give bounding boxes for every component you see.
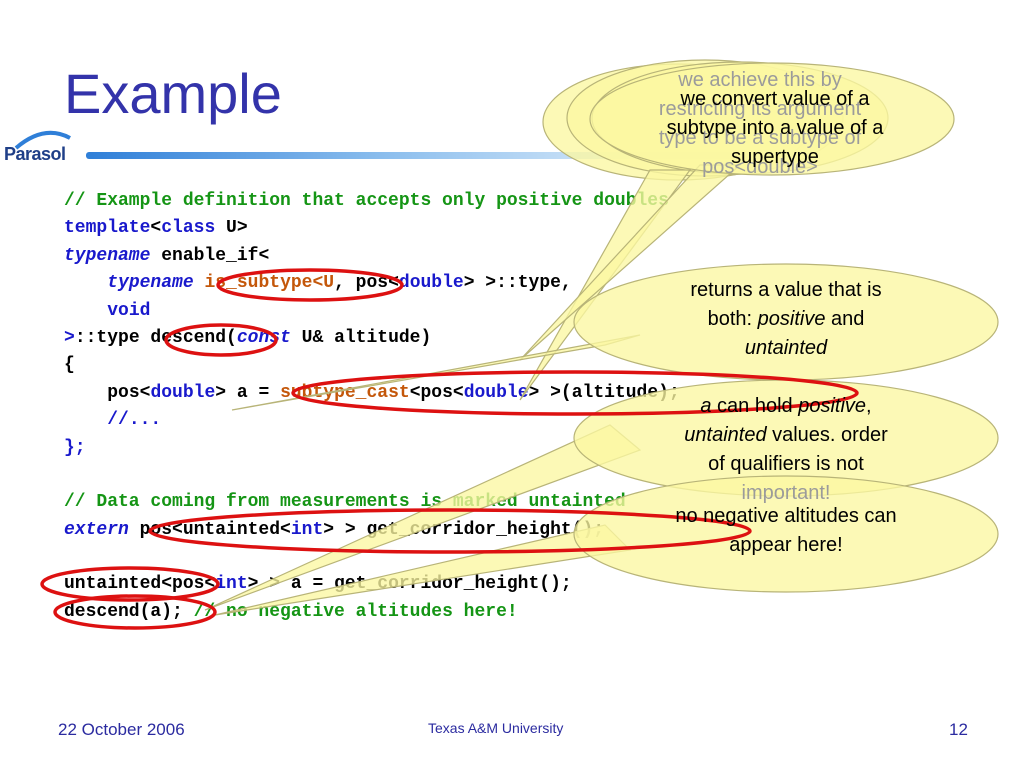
code-line: void (64, 298, 680, 325)
highlight-ellipse-extern (148, 508, 752, 554)
callout-bubble-front-top (589, 62, 955, 176)
code-text: descend(a); (64, 601, 194, 622)
callout-hold-text: a can hold positive, untainted values. o… (600, 392, 972, 508)
title-underline (86, 152, 776, 159)
code-line: template<class U> (64, 215, 680, 242)
code-keyword: double (150, 382, 216, 403)
code-text: > >::type, (463, 273, 572, 294)
callout-hold-line: can hold (711, 395, 799, 417)
code-keyword: void (107, 300, 151, 321)
highlight-ellipse-is-subtype (216, 268, 404, 302)
highlight-ellipse-descend (164, 323, 278, 357)
footer-page-number: 12 (949, 720, 968, 739)
logo-arc-icon (14, 130, 71, 150)
highlight-ellipse-untainted (40, 566, 220, 602)
callout-front-top-text: we convert value of a subtype into a val… (666, 88, 884, 168)
callout-back-line: type to be a subtype of (658, 127, 862, 149)
code-highlight: subtype_cast (280, 382, 410, 403)
code-keyword: typename (64, 245, 151, 266)
code-keyword: int (290, 519, 324, 540)
callout-hold-line: important! (741, 482, 831, 504)
callout-back-line: we achieve this by (678, 69, 842, 91)
code-text: { (64, 355, 75, 376)
code-text: U> (215, 218, 248, 239)
callout-hold-emph: a (700, 395, 712, 417)
code-text: }; (64, 437, 86, 458)
highlight-ellipse-descend-call (53, 594, 217, 630)
code-keyword: const (236, 327, 291, 348)
code-line: }; (64, 435, 680, 462)
callout-back-text: we achieve this by restricting its argum… (560, 66, 960, 182)
code-comment: // Example definition that accepts only … (64, 191, 669, 211)
callout-returns-line: and (825, 308, 865, 330)
highlight-ellipse-subtype-cast (291, 370, 859, 416)
code-text: pos< (107, 382, 151, 403)
callout-pointer (214, 524, 632, 616)
code-line: { (64, 352, 680, 379)
code-text: > a = (215, 382, 281, 403)
code-keyword: > (64, 327, 75, 348)
code-line: //... (64, 407, 680, 434)
code-line: pos<double> a = subtype_cast<pos<double>… (64, 380, 680, 407)
code-text: <pos< (409, 382, 464, 403)
code-keyword: class (161, 218, 216, 239)
callout-back-line: restricting its argument (658, 98, 862, 120)
code-line: // Example definition that accepts only … (64, 188, 680, 215)
parasol-logo: Parasol (4, 128, 86, 172)
code-highlight: is_subtype<U (204, 273, 335, 294)
callout-hold-emph: untainted (684, 424, 767, 446)
code-text: pos<untainted< (128, 519, 291, 540)
footer-date: 22 October 2006 (58, 720, 185, 739)
callout-bubble-noneg (573, 475, 999, 593)
code-text: enable_if< (150, 245, 270, 266)
code-keyword: double (463, 382, 529, 403)
code-line: descend(a); // no negative altitudes her… (64, 599, 680, 626)
callout-hold-line: , (866, 395, 872, 417)
code-comment: //... (107, 410, 162, 431)
code-text: < (150, 218, 162, 239)
callout-returns-text: returns a value that is both: positive a… (600, 276, 972, 363)
code-keyword: template (64, 218, 151, 239)
code-text: untainted<pos< (64, 574, 216, 595)
callout-returns-emph: untainted (744, 337, 828, 359)
code-line: typename is_subtype<U, pos<double> >::ty… (64, 270, 680, 297)
footer-institution: Texas A&M University (428, 720, 564, 736)
code-keyword: typename (107, 273, 194, 294)
logo-text: Parasol (4, 144, 66, 164)
callout-returns-line: returns a value that is (690, 279, 882, 301)
code-keyword: double (398, 273, 464, 294)
callout-hold-line: of qualifiers is not (708, 453, 864, 475)
slide-title: Example (64, 62, 282, 125)
callout-returns-line: both: (707, 308, 758, 330)
callout-returns-emph: positive (757, 308, 826, 330)
code-block: // Example definition that accepts only … (64, 188, 680, 626)
code-keyword: int (215, 574, 248, 595)
callout-hold-emph: positive (798, 395, 867, 417)
code-keyword: extern (64, 519, 129, 540)
callout-back-line: pos<double> (702, 156, 818, 178)
callout-noneg-text: no negative altitudes can appear here! (675, 505, 897, 556)
code-line: typename enable_if< (64, 243, 680, 270)
code-text: U& altitude) (290, 327, 432, 348)
callout-hold-line: values. order (766, 424, 888, 446)
